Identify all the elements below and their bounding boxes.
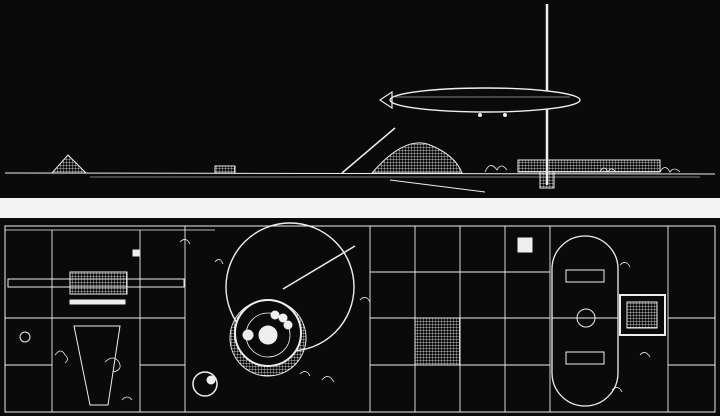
ground-line [4,172,716,175]
dome [370,142,463,174]
pavilion [619,294,666,336]
elevation-view [4,4,716,193]
mast-base [539,171,555,189]
sports-field [551,235,619,407]
trapezoid-hall [73,325,121,406]
plan-border [4,225,716,413]
slab [69,299,126,305]
diagonal-beam [341,127,396,174]
pyramid [50,154,88,174]
kiosk [517,237,533,253]
needle [282,245,356,290]
center-disc [258,325,278,345]
hatched-block [69,271,128,295]
zeppelin [378,87,581,117]
small-circle [192,371,218,397]
separator-band [0,198,720,218]
diagonal-beam-2 [389,179,486,193]
plan-view [4,222,716,413]
spiral [19,331,31,343]
small-building [214,165,236,174]
hatched-square [414,317,461,366]
trees-plan [54,239,651,401]
long-building [517,159,661,173]
small-square [132,249,140,257]
trees [484,165,681,173]
